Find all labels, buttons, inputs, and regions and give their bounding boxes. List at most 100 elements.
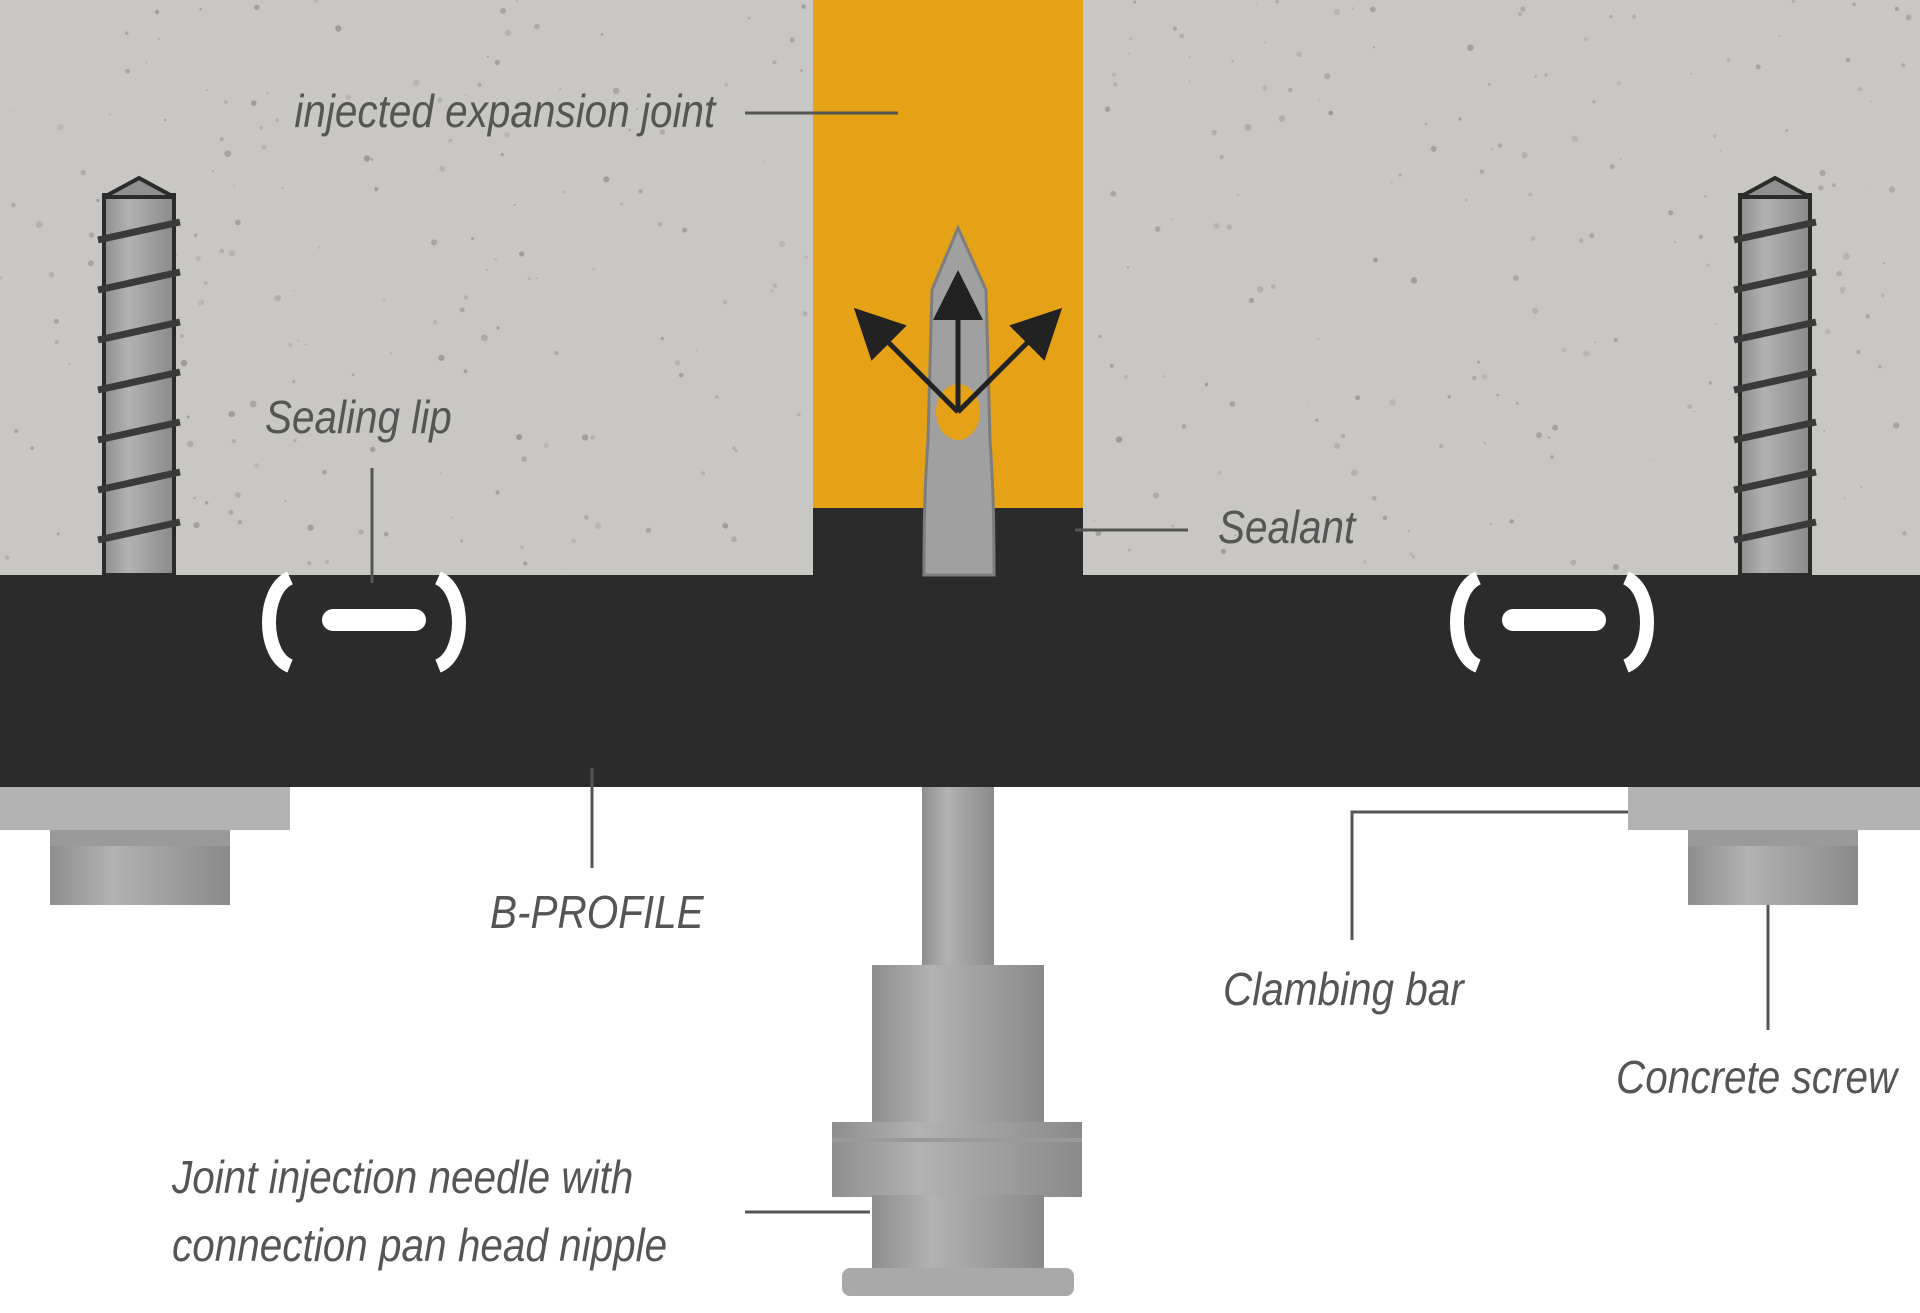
- concrete-speck: [53, 318, 60, 324]
- concrete-speck: [383, 531, 389, 537]
- concrete-speck: [504, 132, 510, 138]
- concrete-speck: [30, 446, 34, 450]
- concrete-speck: [584, 515, 589, 520]
- concrete-speck: [1188, 55, 1191, 58]
- concrete-speck: [1307, 402, 1310, 404]
- concrete-speck: [1425, 123, 1428, 126]
- concrete-speck: [1152, 492, 1159, 499]
- concrete-speck: [1129, 37, 1133, 41]
- concrete-speck: [523, 561, 528, 566]
- concrete-speck: [219, 248, 225, 254]
- concrete-speck: [266, 426, 270, 431]
- concrete-speck: [1154, 226, 1161, 232]
- concrete-speck: [1355, 395, 1361, 401]
- concrete-speck: [500, 153, 504, 157]
- concrete-speck: [88, 232, 95, 238]
- concrete-speck: [1128, 548, 1131, 552]
- concrete-speck: [1668, 210, 1674, 216]
- concrete-speck: [1824, 328, 1831, 335]
- concrete-speck: [1248, 297, 1255, 304]
- concrete-speck: [1497, 143, 1503, 149]
- concrete-speck: [14, 429, 19, 434]
- concrete-speck: [193, 496, 196, 500]
- concrete-speck: [35, 221, 43, 228]
- concrete-speck: [186, 415, 190, 419]
- concrete-speck: [250, 100, 257, 106]
- concrete-speck: [582, 434, 589, 441]
- concrete-speck: [1472, 376, 1477, 381]
- concrete-speck: [438, 354, 445, 361]
- concrete-speck: [440, 472, 443, 475]
- concrete-speck: [800, 69, 803, 72]
- concrete-speck: [770, 289, 774, 293]
- label-clambing-bar: Clambing bar: [1223, 963, 1464, 1015]
- concrete-speck: [459, 307, 465, 313]
- concrete-speck: [1372, 46, 1375, 49]
- concrete-speck: [1234, 534, 1237, 537]
- concrete-speck: [701, 471, 706, 476]
- concrete-speck: [281, 186, 284, 189]
- concrete-speck: [1112, 72, 1116, 77]
- concrete-speck: [1351, 7, 1354, 10]
- concrete-speck: [194, 233, 198, 237]
- concrete-speck: [1778, 35, 1781, 37]
- concrete-speck: [1093, 519, 1096, 522]
- concrete-speck: [1905, 14, 1912, 21]
- concrete-speck: [534, 23, 540, 30]
- concrete-speck: [1464, 198, 1468, 202]
- concrete-speck: [494, 59, 500, 66]
- concrete-speck: [1382, 515, 1388, 520]
- concrete-speck: [370, 446, 376, 453]
- concrete-speck: [1589, 233, 1595, 239]
- concrete-speck: [1172, 26, 1178, 31]
- concrete-speck: [674, 360, 681, 366]
- concrete-speck: [1839, 286, 1846, 293]
- concrete-speck: [678, 372, 684, 378]
- concrete-speck: [1674, 241, 1676, 244]
- concrete-speck: [275, 118, 280, 123]
- concrete-speck: [772, 60, 777, 65]
- concrete-speck: [1888, 186, 1896, 193]
- concrete-speck: [460, 539, 464, 543]
- concrete-speck: [1226, 224, 1232, 230]
- concrete-speck: [1687, 404, 1693, 409]
- concrete-speck: [1255, 3, 1258, 6]
- concrete-speck: [1534, 75, 1537, 78]
- concrete-speck: [1894, 6, 1899, 11]
- concrete-speck: [48, 271, 55, 278]
- concrete-speck: [554, 350, 559, 356]
- concrete-speck: [1487, 83, 1491, 86]
- concrete-speck: [1865, 313, 1871, 319]
- concrete-speck: [535, 277, 538, 280]
- concrete-speck: [594, 522, 602, 530]
- concrete-speck: [1410, 277, 1418, 284]
- concrete-speck: [56, 532, 60, 536]
- concrete-speck: [1204, 382, 1209, 387]
- concrete-speck: [1532, 308, 1539, 315]
- concrete-speck: [562, 190, 566, 194]
- concrete-speck: [1317, 338, 1320, 340]
- concrete-speck: [477, 82, 482, 87]
- concrete-speck: [1649, 458, 1652, 461]
- concrete-speck: [1528, 192, 1533, 197]
- concrete-speck: [543, 442, 549, 448]
- concrete-speck: [307, 561, 312, 566]
- concrete-speck: [505, 30, 512, 36]
- label-sealant: Sealant: [1218, 501, 1356, 553]
- concrete-speck: [1264, 41, 1266, 44]
- concrete-speck: [195, 255, 201, 262]
- sealing-lip-left: [262, 571, 466, 673]
- concrete-speck: [1113, 82, 1118, 87]
- concrete-speck: [1409, 552, 1414, 557]
- concrete-speck: [779, 240, 786, 247]
- concrete-speck: [11, 202, 16, 208]
- concrete-screw-icon: [97, 175, 181, 577]
- concrete-speck: [1163, 375, 1166, 378]
- concrete-speck: [233, 184, 236, 187]
- concrete-speck: [1512, 275, 1519, 282]
- concrete-speck: [234, 492, 241, 499]
- concrete-speck: [1257, 286, 1264, 293]
- concrete-speck: [1315, 418, 1319, 422]
- concrete-speck: [353, 429, 356, 431]
- concrete-speck: [1583, 350, 1590, 357]
